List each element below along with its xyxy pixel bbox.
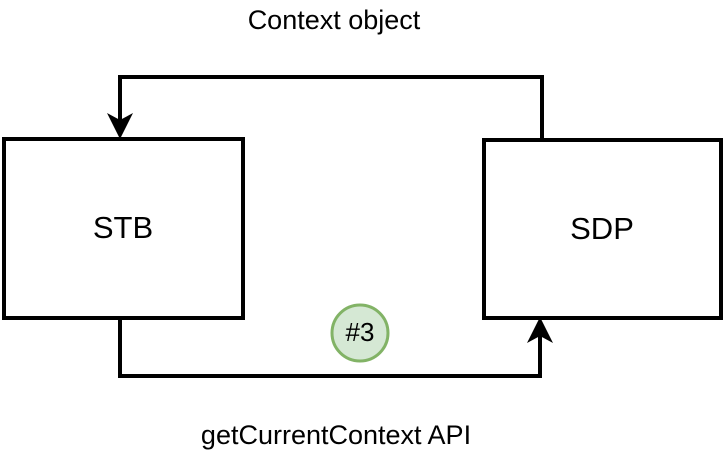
badge-step-3[interactable]: #3 xyxy=(330,303,390,363)
node-sdp-label: SDP xyxy=(570,211,634,246)
edge-context-object[interactable] xyxy=(107,75,544,139)
edge-context-object-line xyxy=(118,75,544,138)
node-sdp[interactable]: SDP xyxy=(482,138,723,320)
node-stb[interactable]: STB xyxy=(2,137,245,320)
edge-getcurrentcontext-api[interactable] xyxy=(118,317,553,378)
node-stb-rect xyxy=(2,137,245,320)
diagram-bottom-label: getCurrentContext API xyxy=(201,420,471,450)
badge-step-3-circle xyxy=(330,303,390,363)
edge-getcurrentcontext-api-line xyxy=(118,318,542,378)
diagram-title-label: Context object xyxy=(248,5,421,35)
node-stb-label: STB xyxy=(93,210,153,245)
node-sdp-rect xyxy=(482,138,723,320)
arrowhead-into-stb-icon xyxy=(107,113,133,139)
badge-step-3-label: #3 xyxy=(346,317,375,347)
arrowhead-into-sdp-icon xyxy=(527,317,553,343)
